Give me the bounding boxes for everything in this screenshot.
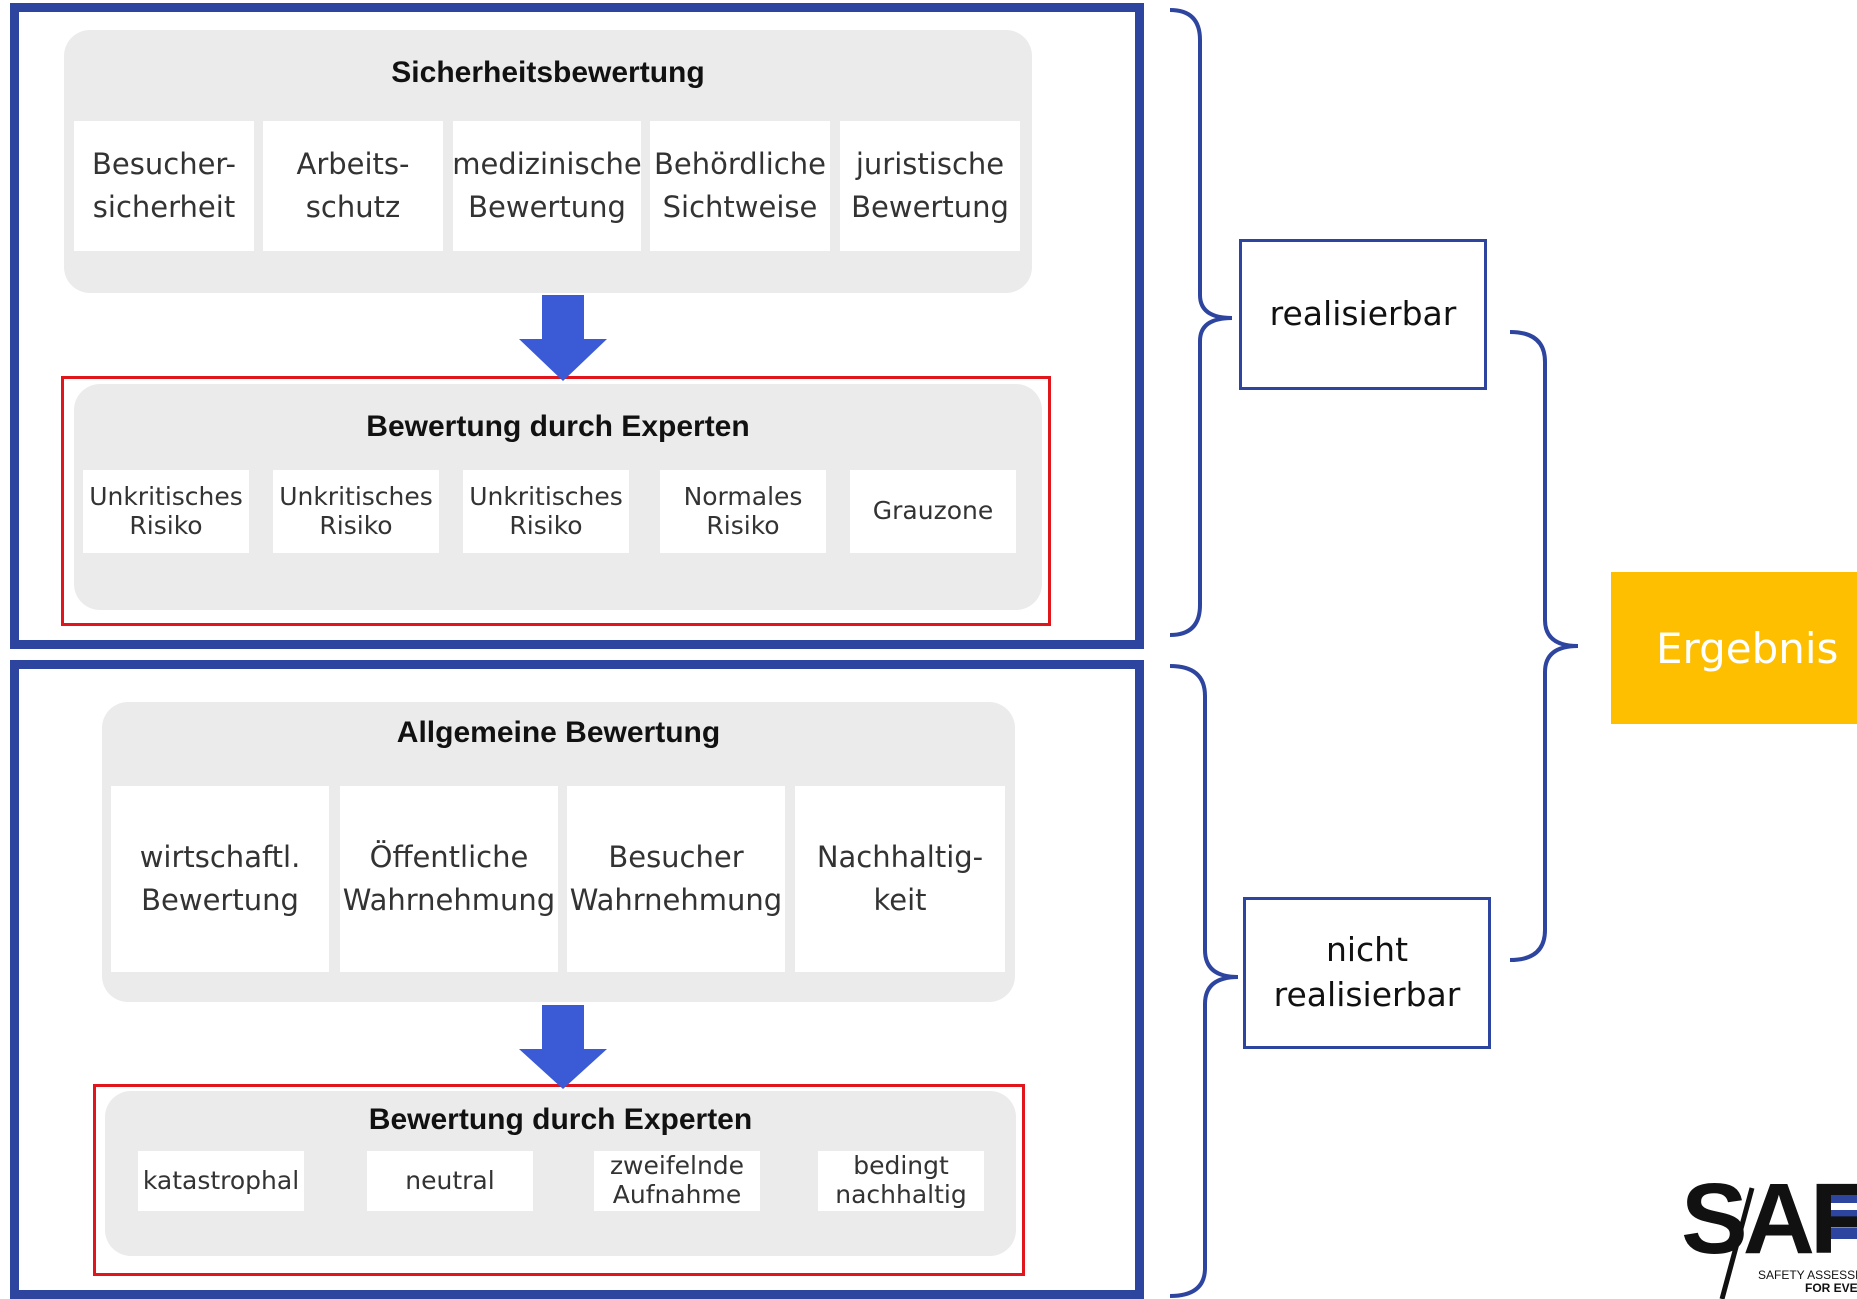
general-cell-sustainability: Nachhaltig-keit (795, 786, 1005, 972)
top-expert-frame (61, 376, 1051, 626)
general-assessment-title: Allgemeine Bewertung (396, 716, 721, 749)
safety-cell-visitor-safety: Besucher-sicherheit (74, 121, 254, 251)
safety-cell-occupational-safety: Arbeits-schutz (263, 121, 443, 251)
arrow-down-icon (519, 295, 607, 381)
top-expert-cell-5: Grauzone (850, 470, 1016, 553)
bottom-expert-frame (93, 1084, 1025, 1276)
bottom-expert-cell-neutral: neutral (367, 1151, 533, 1211)
node-feasible: realisierbar (1239, 239, 1487, 390)
top-section-frame (10, 3, 1144, 649)
logo-tagline-1: SAFETY ASSESSMENT (1758, 1268, 1857, 1282)
logo-wordmark: SAFE (1681, 1170, 1857, 1275)
result-label: Ergebnis (1656, 623, 1839, 673)
logo-tagline-2: FOR EVENTS (1805, 1281, 1857, 1295)
logo-graphic (1719, 1187, 1857, 1299)
brace-bottom-icon (1169, 664, 1239, 1298)
bottom-section-frame (10, 660, 1144, 1299)
arrow-down-icon (519, 1005, 607, 1089)
bottom-expert-cell-catastrophic: katastrophal (138, 1151, 304, 1211)
brace-top-icon (1169, 8, 1233, 637)
general-cell-economic: wirtschaftl.Bewertung (111, 786, 329, 972)
logo: SAFE SAFETY ASSESSMENT FOR EVENTS (1680, 1170, 1857, 1299)
bottom-expert-title: Bewertung durch Experten (368, 1103, 753, 1136)
result-box: Ergebnis (1611, 572, 1857, 724)
safety-assessment-title: Sicherheitsbewertung (391, 56, 705, 89)
brace-result-icon (1509, 330, 1579, 962)
top-expert-title: Bewertung durch Experten (366, 410, 750, 443)
